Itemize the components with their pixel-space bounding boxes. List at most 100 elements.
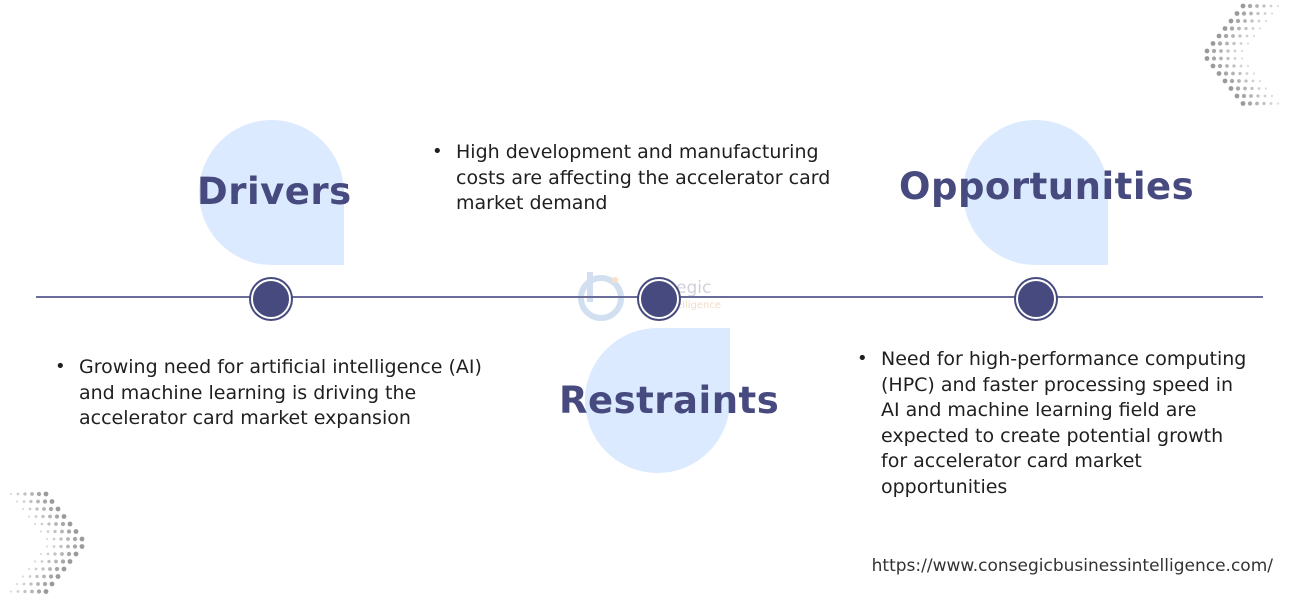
opportunities-list: Need for high-performance computing (HPC… [857,346,1252,500]
decorative-dot [1255,4,1259,8]
decorative-dot [1210,63,1216,69]
decorative-dot [1211,56,1217,61]
decorative-dot [67,521,73,527]
decorative-dot [1249,94,1253,98]
decorative-dot [42,581,48,587]
decorative-dot [1204,56,1210,61]
decorative-dot [34,567,38,571]
decorative-dot [16,590,20,593]
decorative-dot [1246,42,1250,45]
decorative-dot [1252,34,1256,38]
decorative-dot [1235,86,1241,91]
decorative-dot [48,567,52,571]
decorative-dot [1270,12,1274,15]
decorative-dot [1245,34,1249,38]
decorative-dot [9,590,13,593]
decorative-dot [1250,86,1254,91]
decorative-dot [29,499,33,504]
decorative-dot [45,537,49,541]
decorative-dot [41,514,45,519]
decorative-dot [1237,79,1241,83]
drivers-point: Growing need for artificial intelligence… [55,354,500,432]
decorative-dot [1232,64,1236,68]
opportunities-heading: Opportunities [899,165,1195,208]
decorative-dot [1255,101,1259,106]
decorative-dot [1262,101,1266,106]
decorative-dot [1240,49,1244,53]
decorative-dot [45,545,49,548]
watermark-logo: egic elligence [575,268,721,329]
decorative-dot [1216,33,1222,39]
decorative-dot [9,492,13,496]
decorative-dot [1269,4,1273,8]
decorative-dot [42,507,46,511]
decorative-dot [27,515,31,518]
decorative-dot [48,574,54,579]
decorative-dot [1217,63,1223,69]
decorative-dot [1243,86,1247,91]
decorative-dot [22,500,26,503]
decorative-dot [1263,94,1267,98]
opportunities-point: Need for high-performance computing (HPC… [857,346,1252,500]
decorative-dot [1231,34,1235,38]
restraints-list: High development and manufacturing costs… [432,139,852,217]
restraints-node [639,279,679,319]
decorative-dot [1217,41,1223,46]
decorative-dot [42,499,48,504]
decorative-dot [1251,27,1255,30]
watermark-name: egic [676,278,712,298]
decorative-dot [36,589,42,594]
decorative-dot [16,492,20,496]
decorative-dot [72,536,78,542]
decorative-dot [1245,72,1249,75]
decorative-dot [1247,3,1253,9]
decorative-dot [1264,87,1268,90]
decorative-dot [1210,41,1216,46]
decorative-dot [54,514,60,519]
decorative-dot [30,492,34,496]
decorative-dot [1257,19,1261,23]
decorative-dot [66,544,70,549]
decorative-dot [1269,102,1273,105]
decorative-dot [1219,56,1223,61]
decorative-dot [1247,101,1253,106]
decorative-dot [54,566,60,572]
decorative-dot [73,529,79,534]
decorative-dot [15,500,19,503]
decorative-dot [66,537,70,541]
decorative-dot [79,536,85,542]
decorative-dot [21,575,25,578]
decorative-dot [1233,57,1237,60]
restraints-point: High development and manufacturing costs… [432,139,852,217]
decorative-dot [1228,18,1234,24]
decorative-dot [66,551,72,557]
decorative-dot [53,529,57,534]
dotted-chevron-bottom-left [9,491,85,594]
decorative-dot [1233,49,1237,53]
decorative-dot [60,521,66,527]
decorative-dot [1237,26,1241,31]
decorative-dot [1225,41,1229,46]
decorative-dot [53,552,57,556]
decorative-dot [1249,11,1253,16]
decorative-dot [72,544,78,549]
decorative-dot [59,537,63,541]
decorative-dot [15,582,19,586]
decorative-dot [34,515,38,518]
decorative-dot [33,560,37,563]
drivers-node [251,279,291,319]
decorative-dot [47,559,51,564]
source-url: https://www.consegicbusinessintelligence… [871,556,1273,576]
decorative-dot [1229,26,1235,31]
decorative-dot [1234,11,1240,16]
drivers-blob [199,120,344,265]
decorative-dot [36,499,40,504]
decorative-dot [52,537,56,541]
decorative-dot [46,530,50,533]
decorative-dot [1222,26,1228,31]
decorative-dot [22,582,26,586]
drivers-heading: Drivers [197,170,352,213]
decorative-dot [39,530,43,533]
opportunities-blob [963,120,1108,265]
decorative-dot [21,507,25,511]
